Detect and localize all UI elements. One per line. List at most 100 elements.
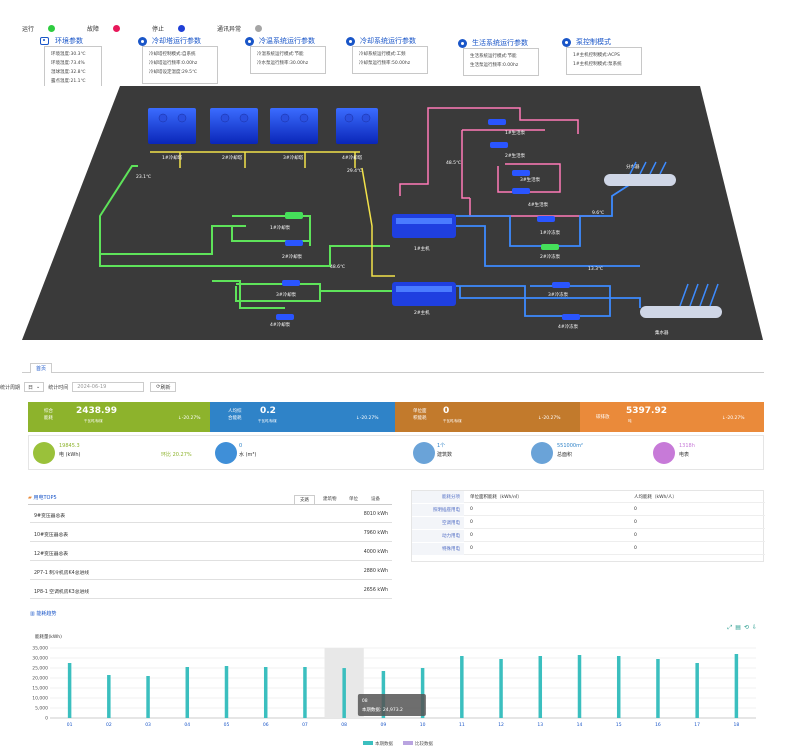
bar-11[interactable] [460,656,464,718]
tooltip-box [357,694,426,716]
stopped-dot [178,25,186,32]
bar-01[interactable] [67,663,72,718]
legend-comm-error: 通讯异常 [217,24,263,33]
temp-label-4: 48.6℃ [330,264,345,270]
pump-label-wp3: 3#冷冻泵 [548,291,569,298]
top5-tab-unit[interactable]: 单位 [349,497,358,502]
chilled-pump-2 [541,244,559,250]
area-icon [531,442,553,464]
cooling-pump-2 [285,240,303,246]
x-tick-label: 02 [106,722,112,728]
top5-tab-branch[interactable]: 支路 [294,495,315,504]
x-tick-label: 13 [537,722,543,728]
life-pump-3 [512,170,530,176]
x-tick-label: 01 [67,722,73,728]
bar-14[interactable] [577,655,582,718]
bar-06[interactable] [263,667,268,718]
chillers [392,214,456,306]
legend-compare[interactable]: 比较数据 [415,740,433,747]
bar-18[interactable] [734,654,739,718]
tab-home[interactable]: 首页 [30,363,53,373]
x-tick-label: 10 [420,722,426,728]
download-icon[interactable]: ⇩ [751,624,760,631]
bar-16[interactable] [656,659,660,718]
y-tick-label: 0 [45,716,48,722]
bar-04[interactable] [185,667,190,718]
chart-legend: 本期数据 比较数据 [363,740,433,747]
tooltip-value: 本期数据: 24,973.2 [362,706,403,713]
pump-label-cp4: 4#冷却泵 [270,321,291,328]
panel-title-pump: 泵控制模式 [562,37,611,47]
legend-fault: 故障 [87,24,121,33]
temp-label-1: 23.1℃ [136,174,151,180]
pump-label-cp1: 1#冷却泵 [270,224,291,231]
meter-icon [653,442,675,464]
bar-10[interactable] [420,668,425,718]
y-tick-label: 5,000 [35,706,48,712]
bar-13[interactable] [538,656,543,718]
building-icon [413,442,435,464]
legend-current[interactable]: 本期数据 [375,740,393,747]
cooling-pump-3 [282,280,300,286]
tower-label-2: 2#冷却塔 [222,154,243,161]
x-tick-label: 03 [145,722,151,728]
plant-scene: 1#冷却塔 2#冷却塔 3#冷却塔 4#冷却塔 23.1℃ 29.4℃ 48.5… [0,86,785,348]
date-input[interactable]: 2024-06-19 [72,382,145,392]
cooling-pipes [99,165,395,309]
filter-bar: 统计周期 日⌄ 统计时间 2024-06-19 ⟳刷新 [0,380,177,394]
x-tick-label: 16 [655,722,661,728]
temp-label-6: 13.3℃ [588,266,603,272]
return-pipes [150,151,395,277]
restore-icon[interactable]: ⟲ [743,624,752,631]
top5-tab-device[interactable]: 设备 [371,497,380,502]
legend-stopped: 停止 [152,24,186,33]
refresh-button[interactable]: ⟳刷新 [150,382,177,392]
pump-label-wp2: 2#冷冻泵 [540,253,561,260]
y-tick-label: 10,000 [32,696,48,702]
fenshui-header [604,174,676,186]
top5-tab-building[interactable]: 建筑物 [323,497,337,502]
bar-08[interactable] [342,668,346,718]
water-drop-icon [215,442,237,464]
bar-07[interactable] [303,667,307,718]
panel-title-life: 生活系统运行参数 [458,38,528,48]
electricity-icon [33,442,55,464]
bar-toggle-icon[interactable]: ▤ [735,624,744,631]
comm-error-dot [255,25,263,32]
period-select[interactable]: 日⌄ [24,382,45,392]
y-tick-label: 35,000 [32,646,48,652]
bar-17[interactable] [695,663,699,718]
temp-label-2: 29.4℃ [347,168,362,174]
cooling-pump-1 [285,212,303,219]
cooling-tower-2 [210,108,258,144]
life-pump-1 [488,119,506,125]
bar-chart-icon: ▥ [30,611,35,617]
x-tick-label: 17 [694,722,700,728]
cooling-pump-4 [276,314,294,320]
bar-02[interactable] [107,675,111,718]
tower-label-3: 3#冷却塔 [283,154,304,161]
legend-swatch-current [363,741,373,745]
cooling-towers [148,108,378,144]
panel-life: 生活系统运行模式:节能生活泵运行频率:0.00hz [463,48,539,76]
zoom-icon[interactable]: ⤢ [727,624,736,631]
bar-05[interactable] [224,666,229,718]
bar-03[interactable] [146,676,150,718]
kpi-per-area: 单位面积能耗 0 千瓦时/标煤 ↓-20.27% [395,402,580,432]
x-tick-label: 07 [302,722,308,728]
bar-15[interactable] [616,656,621,718]
bar-12[interactable] [499,659,503,718]
trend-title: ▥ 能耗趋势 [30,611,57,617]
chilled-pump-3 [552,282,570,288]
